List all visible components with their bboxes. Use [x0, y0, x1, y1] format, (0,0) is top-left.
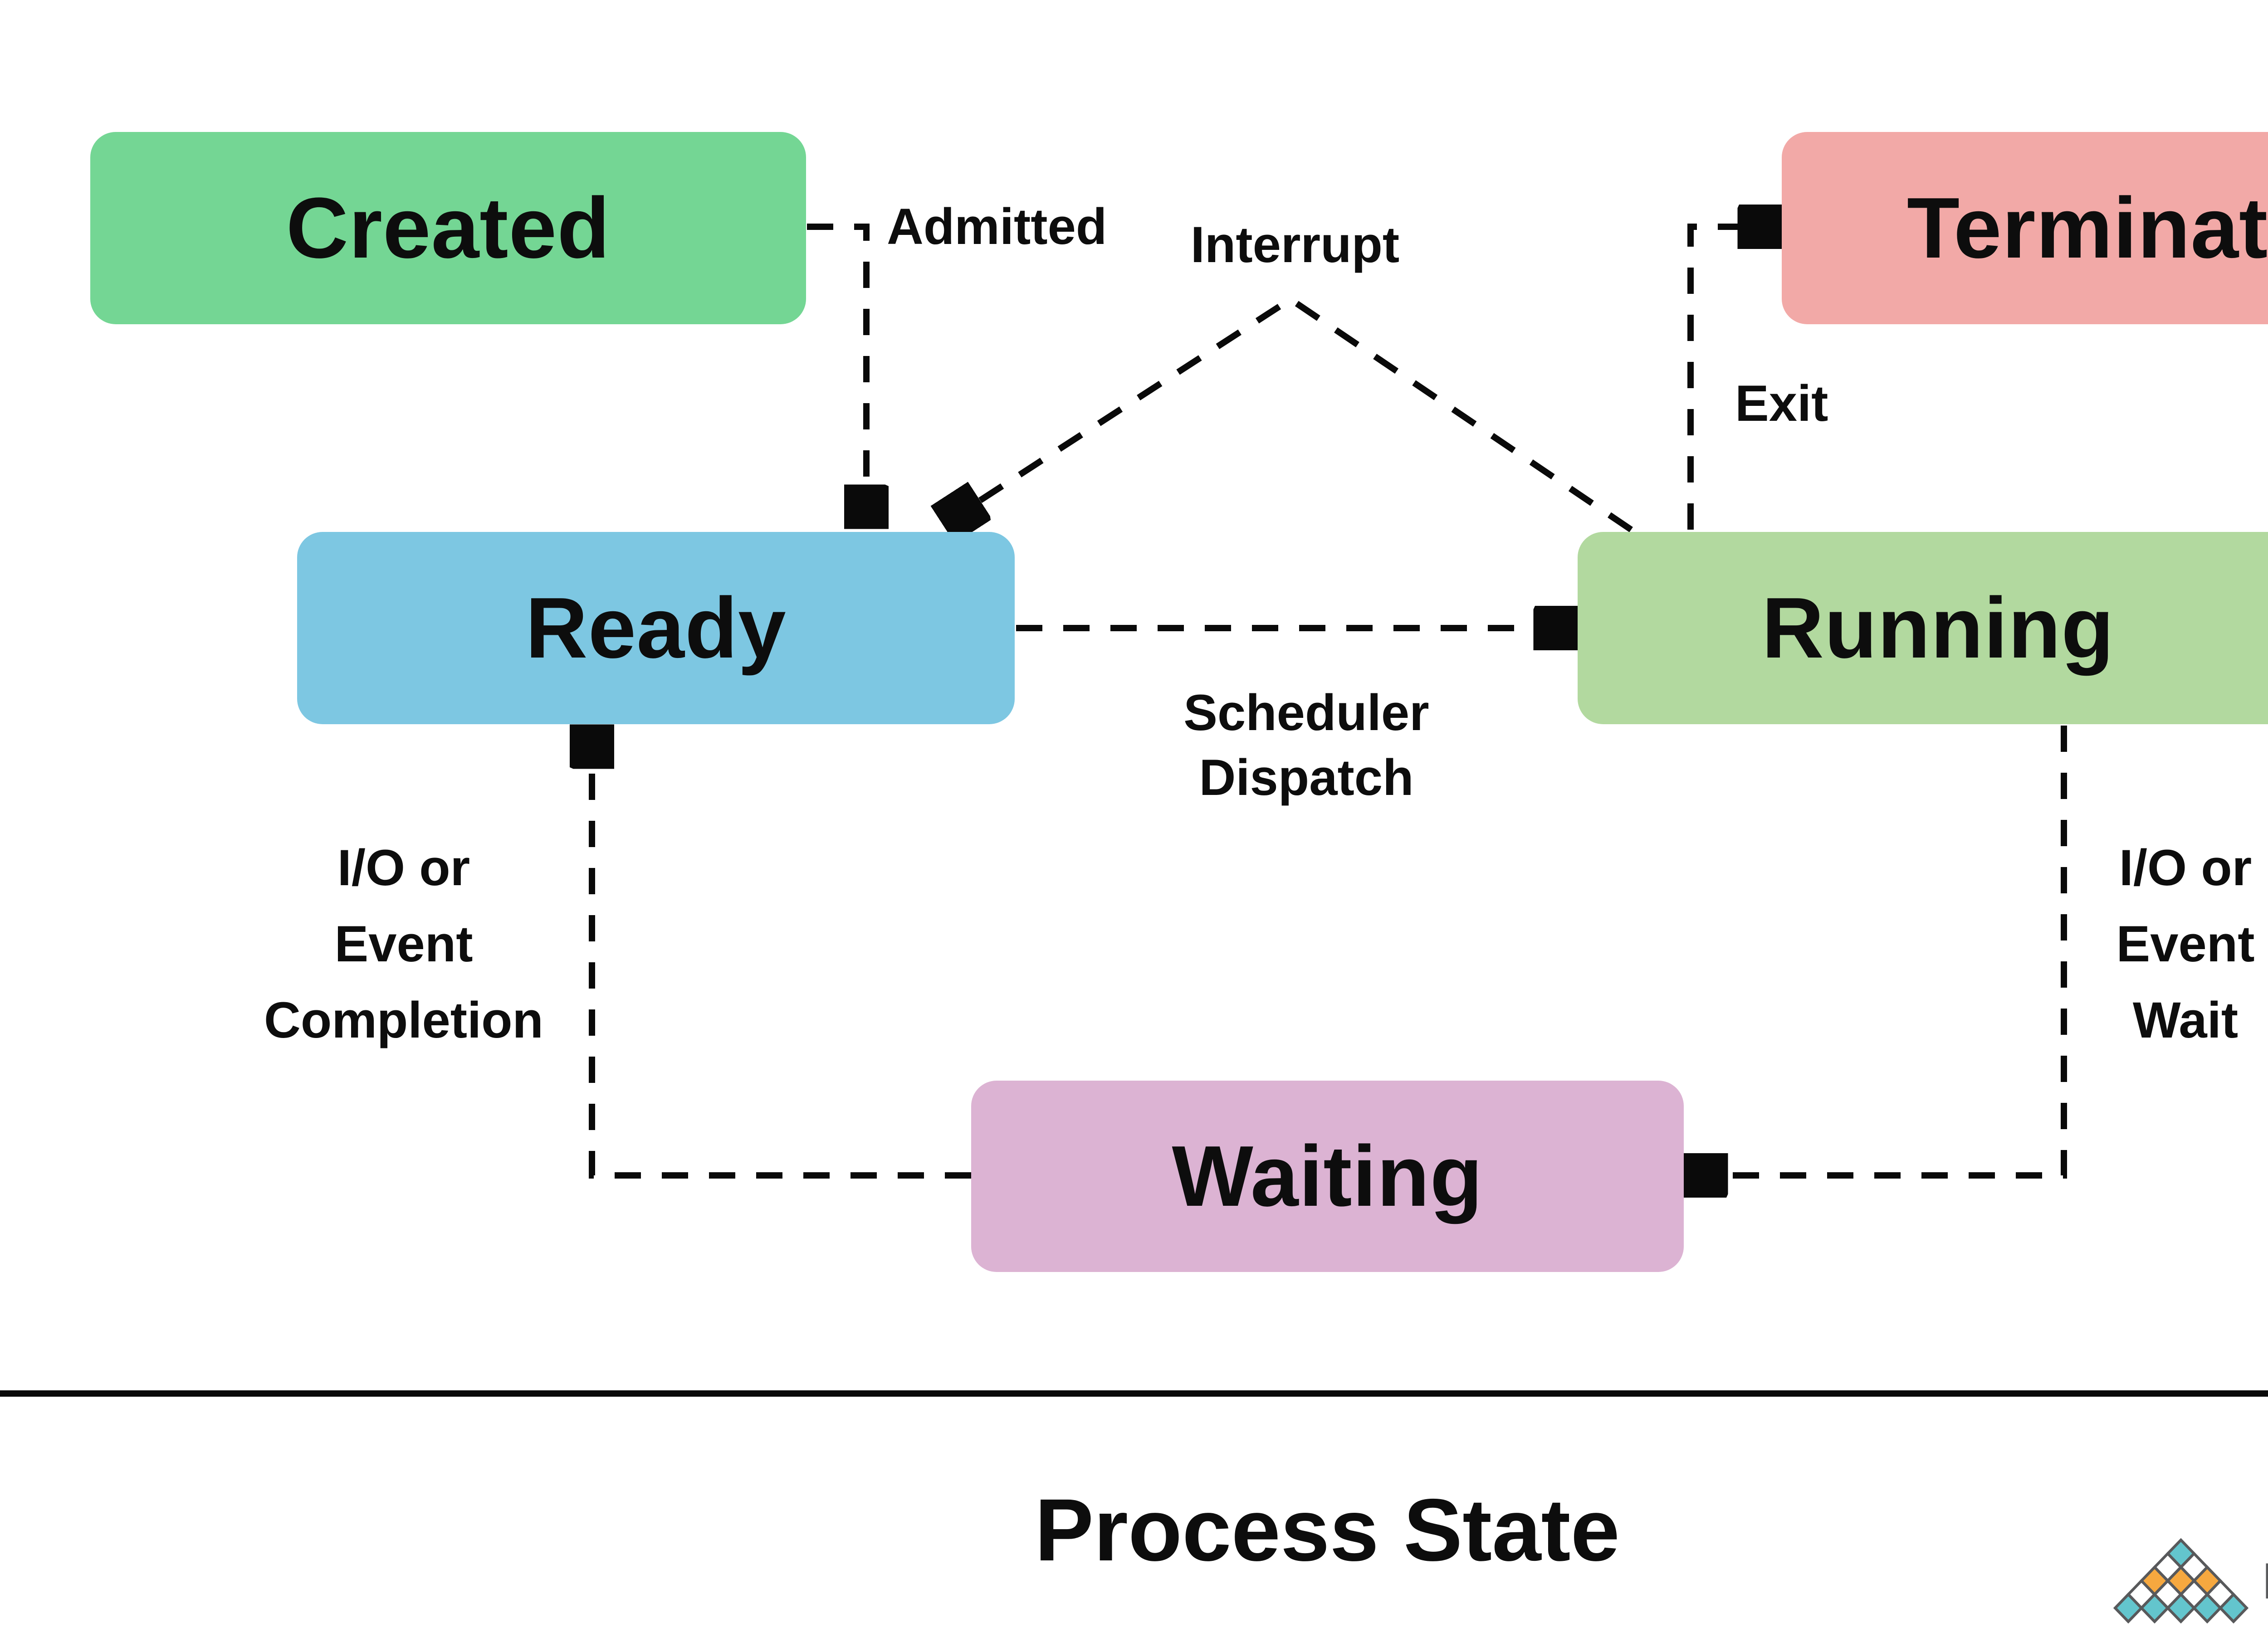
label-io-completion-line3: Completion: [264, 992, 543, 1048]
state-running-label: Running: [1761, 580, 2115, 676]
label-admitted: Admitted: [887, 198, 1107, 255]
label-scheduler-dispatch: Scheduler Dispatch: [1183, 680, 1429, 810]
state-terminated: Terminated: [1782, 132, 2268, 324]
label-scheduler-line1: Scheduler: [1183, 684, 1429, 741]
label-io-wait-line1: I/O or: [2119, 839, 2252, 896]
arrow-interrupt: [949, 295, 1633, 530]
arrow-admitted: [807, 224, 866, 521]
logo-text-interview: Interview: [2263, 1553, 2268, 1609]
arrow-exit: [1687, 227, 1774, 530]
label-interrupt: Interrupt: [1190, 216, 1400, 273]
label-io-wait-line2: Event: [2116, 916, 2255, 972]
label-io-wait-line3: Wait: [2132, 992, 2239, 1048]
label-exit: Exit: [1735, 375, 1828, 432]
label-io-event-wait: I/O or Event Wait: [2116, 830, 2255, 1058]
label-scheduler-line2: Dispatch: [1199, 749, 1414, 806]
label-io-completion-line1: I/O or: [337, 839, 470, 896]
interviewbit-logo: InterviewBit: [2113, 1538, 2268, 1623]
state-terminated-label: Terminated: [1906, 180, 2268, 276]
logo-wordmark: InterviewBit: [2263, 1552, 2268, 1610]
arrow-io-event-completion: [592, 732, 971, 1179]
state-ready: Ready: [297, 532, 1015, 724]
state-waiting-label: Waiting: [1172, 1128, 1483, 1224]
state-created: Created: [90, 132, 806, 324]
state-running: Running: [1578, 532, 2268, 724]
state-ready-label: Ready: [525, 580, 787, 676]
separator-line: [0, 1390, 2268, 1397]
logo-pyramid-icon: [2113, 1538, 2249, 1623]
page-title: Process State: [1035, 1481, 1620, 1579]
state-created-label: Created: [286, 180, 611, 276]
label-io-event-completion: I/O or Event Completion: [264, 830, 543, 1058]
state-waiting: Waiting: [971, 1081, 1684, 1272]
arrow-io-event-wait: [1691, 726, 2067, 1175]
label-io-completion-line2: Event: [334, 916, 473, 972]
